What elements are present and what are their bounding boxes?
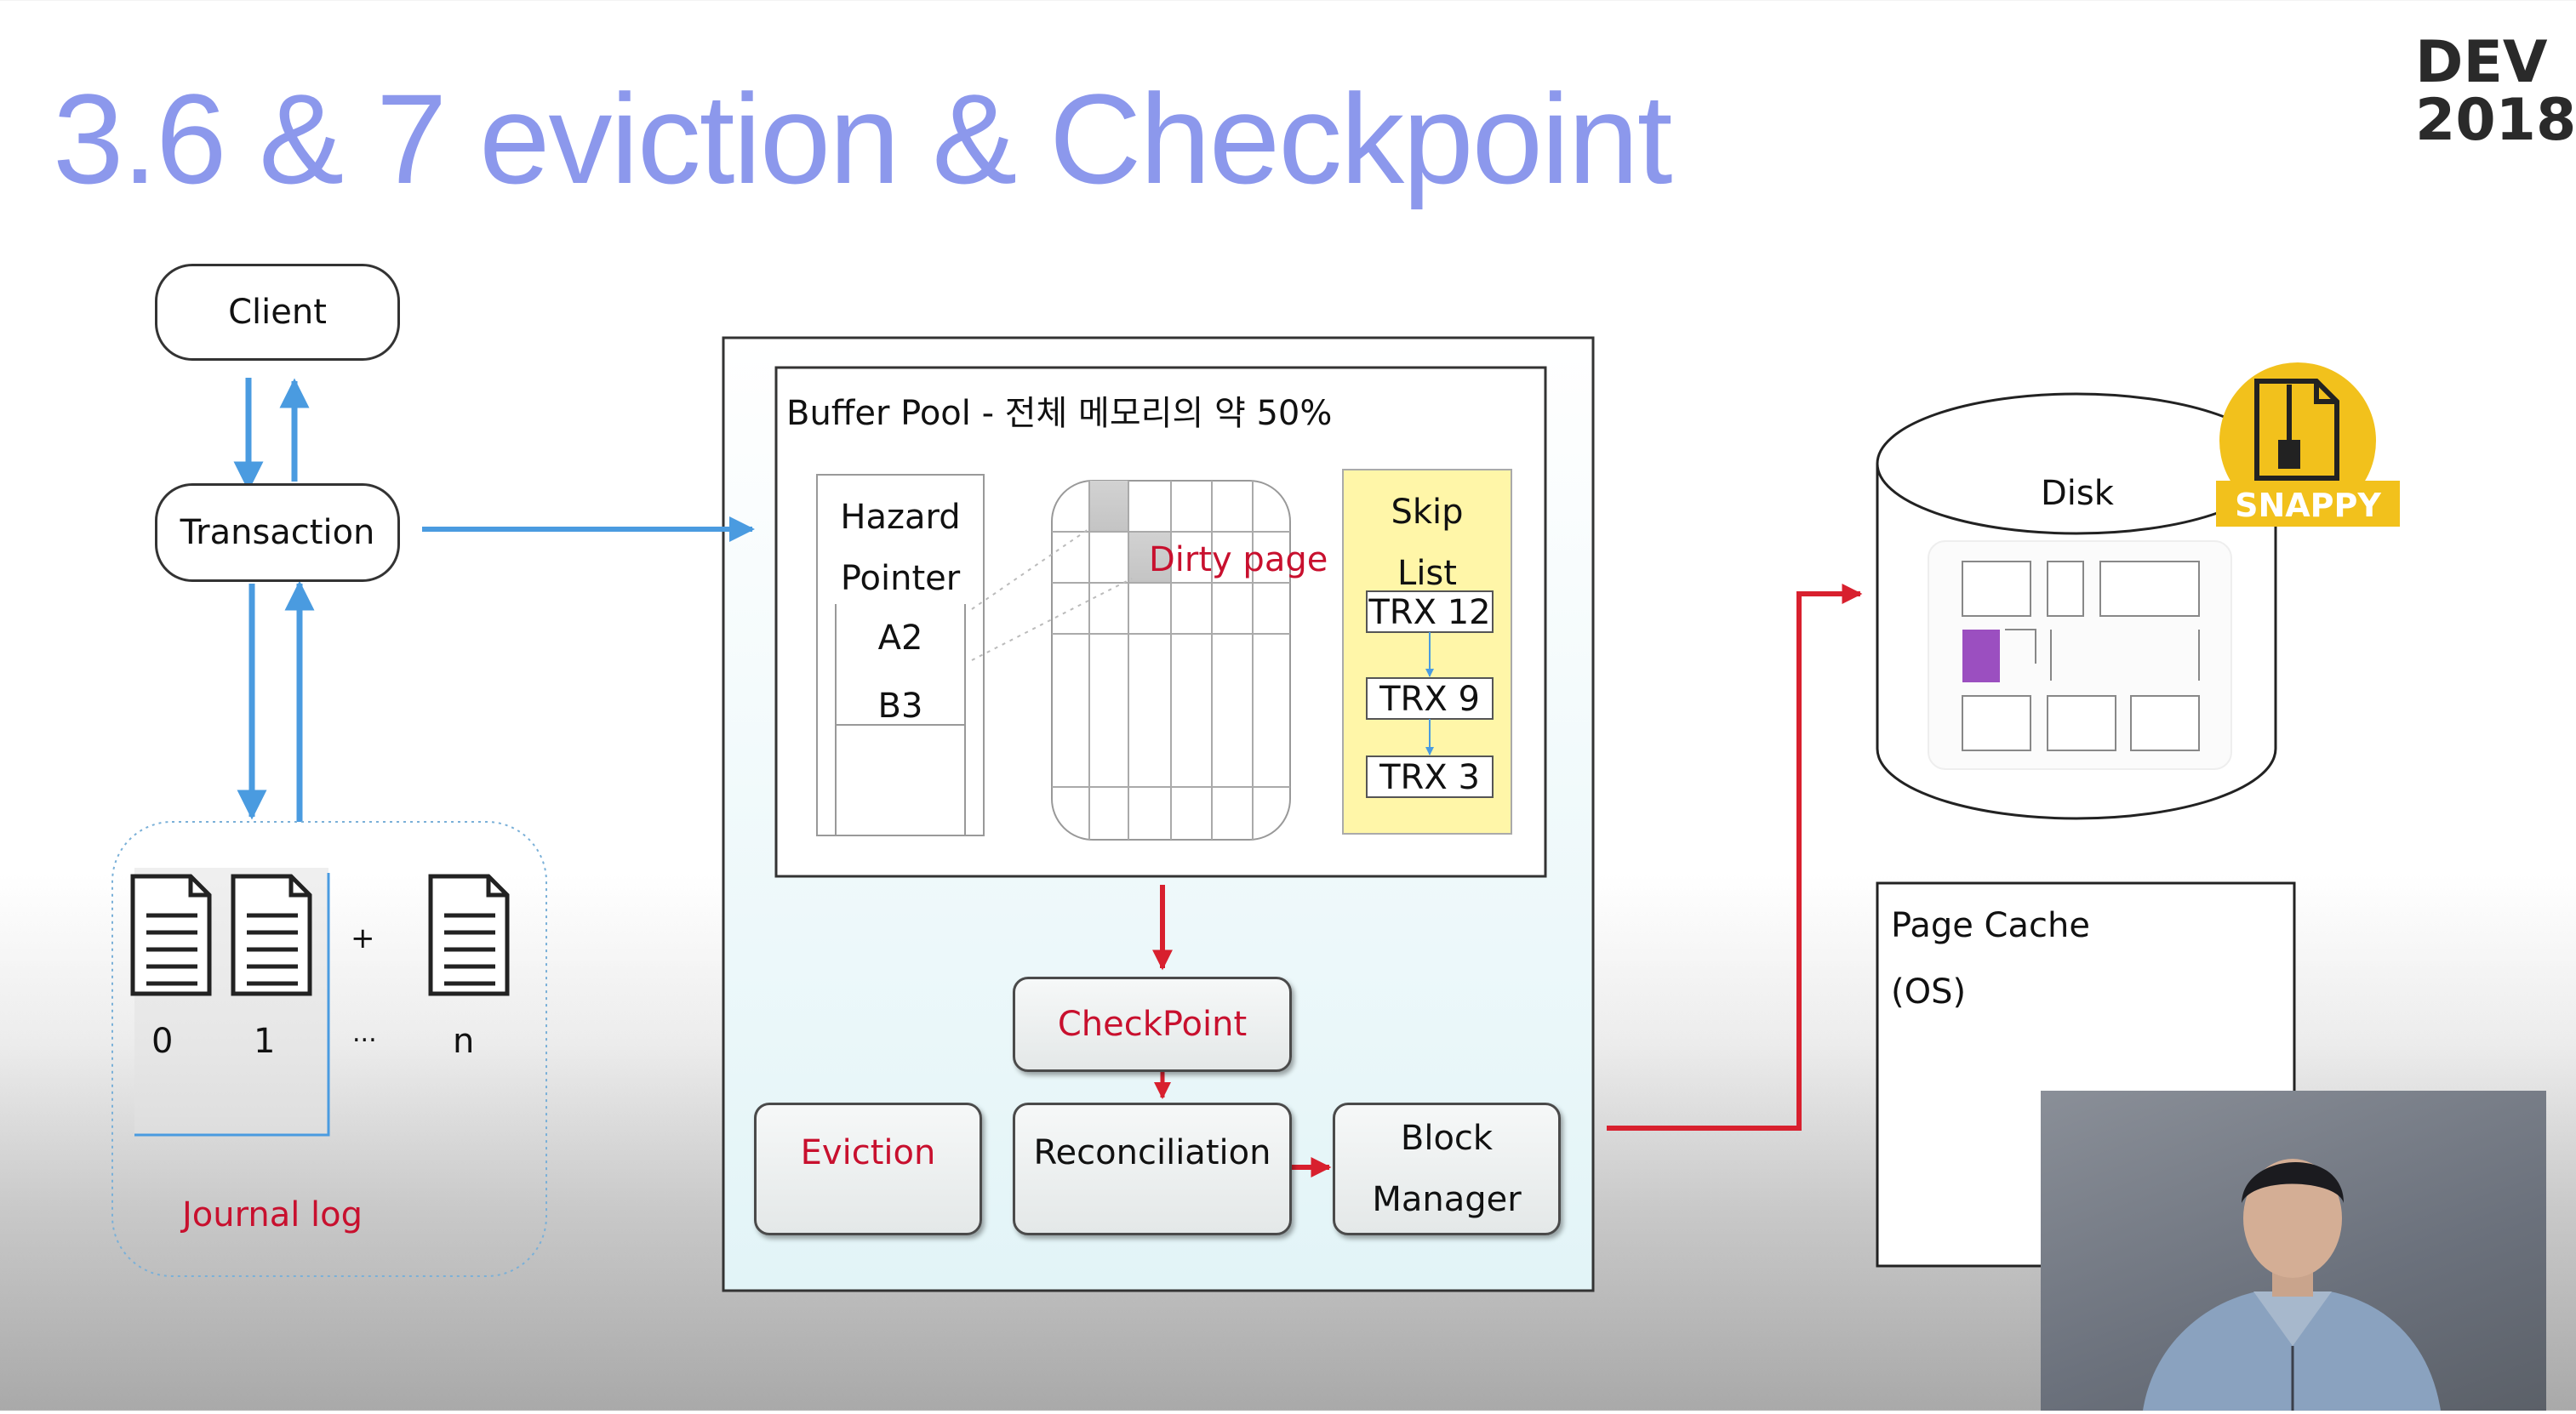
skip-list-line2: List	[1397, 554, 1457, 593]
snappy-badge	[2216, 362, 2400, 527]
slide-title: 3.6 & 7 eviction & Checkpoint	[53, 67, 1672, 210]
conference-logo: DEV 2018	[2415, 34, 2576, 150]
hazard-pointer-box	[816, 474, 985, 836]
journal-file-0-label: 0	[151, 1022, 174, 1061]
block-manager-line1: Block	[1400, 1119, 1494, 1158]
zip-file-icon	[2254, 379, 2339, 481]
hazard-entry-a2: A2	[877, 619, 923, 658]
skip-list-entry-trx3: TRX 3	[1379, 758, 1480, 797]
journal-area	[111, 821, 547, 1277]
dirty-page-label: Dirty page	[1149, 540, 1328, 579]
disk-label: Disk	[2041, 474, 2114, 513]
journal-log-label: Journal log	[182, 1195, 363, 1234]
page-cache-label: Page Cache	[1891, 906, 2090, 945]
journal-file-1-label: 1	[254, 1022, 276, 1061]
page-cache-os-label: (OS)	[1891, 972, 1967, 1012]
hazard-pointer-line1: Hazard	[840, 498, 961, 537]
transaction-label: Transaction	[180, 513, 375, 552]
conference-logo-line1: DEV	[2415, 29, 2548, 96]
eviction-label: Eviction	[800, 1133, 936, 1172]
journal-file-n-label: n	[453, 1022, 475, 1061]
hazard-entry-b3: B3	[877, 687, 923, 726]
document-icon-1	[231, 874, 312, 996]
skip-list-entry-trx9: TRX 9	[1379, 680, 1480, 719]
block-manager-line2: Manager	[1372, 1180, 1522, 1219]
presenter-silhouette	[2143, 1159, 2441, 1411]
client-node: Client	[155, 264, 400, 361]
skip-list-line1: Skip	[1391, 493, 1464, 532]
reconciliation-label: Reconciliation	[1033, 1133, 1271, 1172]
document-icon-0	[130, 874, 212, 996]
buffer-pool-title: Buffer Pool - 전체 메모리의 약 50%	[786, 394, 1333, 433]
checkpoint-label: CheckPoint	[1057, 1005, 1248, 1044]
document-icon-n	[428, 874, 510, 996]
client-label: Client	[228, 293, 327, 332]
conference-logo-line2: 2018	[2415, 87, 2576, 154]
disk-cylinder	[1876, 392, 2277, 820]
reconciliation-box: Reconciliation	[1013, 1103, 1292, 1235]
journal-ellipsis: ...	[352, 1018, 377, 1048]
transaction-node: Transaction	[155, 483, 400, 582]
disk-block-highlight	[1962, 630, 2000, 682]
presenter-video	[2041, 1091, 2546, 1411]
block-manager-box: Block Manager	[1333, 1103, 1561, 1235]
snappy-label: SNAPPY	[2235, 487, 2381, 524]
hazard-pointer-line2: Pointer	[840, 559, 961, 598]
dirty-page-grid	[971, 480, 1291, 841]
checkpoint-box: CheckPoint	[1013, 977, 1292, 1072]
skip-list-entry-trx12: TRX 12	[1368, 593, 1491, 632]
journal-plus: +	[351, 921, 375, 955]
eviction-box: Eviction	[754, 1103, 982, 1235]
